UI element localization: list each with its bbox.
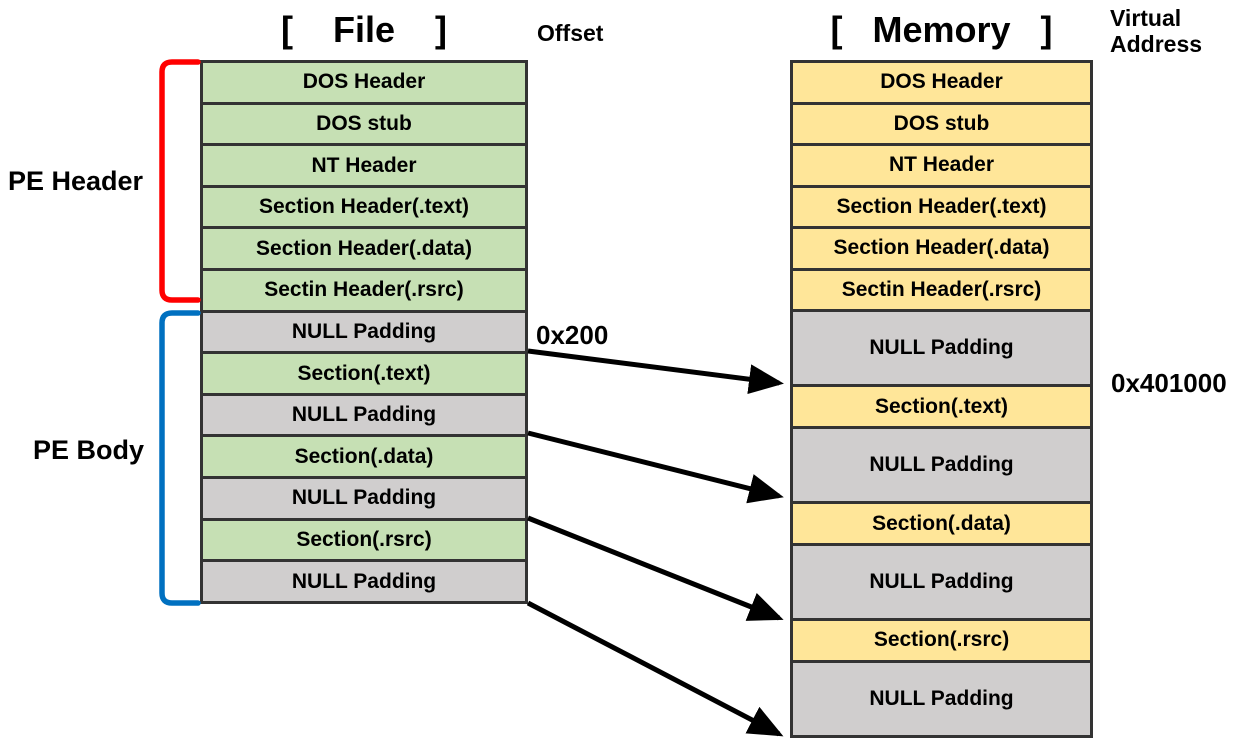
file-row-section-header-rsrc: Sectin Header(.rsrc) <box>203 271 525 313</box>
memory-row-null-padding-2: NULL Padding <box>793 428 1090 505</box>
virtual-address-label-line2: Address <box>1110 31 1203 58</box>
memory-column: DOS Header DOS stub NT Header Section He… <box>790 60 1093 738</box>
file-row-dos-stub: DOS stub <box>203 104 525 147</box>
memory-row-dos-header: DOS Header <box>793 63 1090 105</box>
file-row-null-padding-4: NULL Padding <box>203 562 525 601</box>
pe-body-bracket <box>159 310 201 606</box>
file-row-section-header-data: Section Header(.data) <box>203 229 525 272</box>
file-row-section-header-text: Section Header(.text) <box>203 187 525 230</box>
mapping-arrow-section-data <box>527 430 784 504</box>
virtual-address-value: 0x401000 <box>1111 368 1227 398</box>
file-row-dos-header: DOS Header <box>203 63 525 105</box>
file-row-section-text: Section(.text) <box>203 354 525 396</box>
file-column: DOS Header DOS stub NT Header Section He… <box>200 60 528 604</box>
file-row-null-padding-1: NULL Padding <box>203 312 525 355</box>
memory-column-title: [ Memory ] <box>830 9 1053 50</box>
file-row-nt-header: NT Header <box>203 146 525 188</box>
mapping-arrow-file-end <box>526 600 784 737</box>
file-column-title: [ File ] <box>280 9 447 50</box>
pe-header-label: PE Header <box>8 166 144 196</box>
offset-label: Offset <box>537 20 604 46</box>
memory-row-null-padding-4: NULL Padding <box>793 662 1090 735</box>
memory-row-nt-header: NT Header <box>793 146 1090 188</box>
memory-row-section-rsrc: Section(.rsrc) <box>793 621 1090 663</box>
memory-row-section-text: Section(.text) <box>793 387 1090 429</box>
mapping-arrow-section-rsrc <box>527 515 784 621</box>
memory-row-section-header-rsrc: Sectin Header(.rsrc) <box>793 270 1090 312</box>
file-row-null-padding-3: NULL Padding <box>203 479 525 521</box>
file-row-section-rsrc: Section(.rsrc) <box>203 520 525 563</box>
memory-row-section-header-text: Section Header(.text) <box>793 187 1090 229</box>
memory-row-null-padding-1: NULL Padding <box>793 312 1090 388</box>
memory-row-null-padding-3: NULL Padding <box>793 545 1090 622</box>
file-row-null-padding-2: NULL Padding <box>203 395 525 438</box>
virtual-address-label: Virtual Address <box>1110 5 1202 58</box>
memory-row-section-header-data: Section Header(.data) <box>793 229 1090 271</box>
mapping-arrow-section-text <box>527 348 784 395</box>
file-offset-value: 0x200 <box>536 320 609 350</box>
memory-row-section-data: Section(.data) <box>793 504 1090 546</box>
file-row-section-data: Section(.data) <box>203 437 525 480</box>
pe-body-label: PE Body <box>33 435 145 465</box>
virtual-address-label-line1: Virtual <box>1110 5 1182 31</box>
pe-header-bracket <box>159 59 201 303</box>
memory-row-dos-stub: DOS stub <box>793 104 1090 146</box>
